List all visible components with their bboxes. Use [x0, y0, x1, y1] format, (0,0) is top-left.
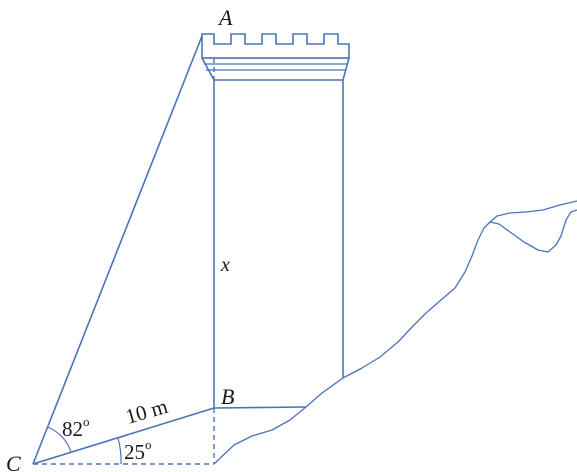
point-label-a: A: [217, 5, 233, 30]
tower-taper: [201, 57, 350, 81]
tower-battlements: [201, 33, 350, 59]
terrain-outline: [213, 209, 577, 465]
tower-cornice: [202, 57, 349, 71]
terrain-ridge: [487, 200, 577, 225]
angle-label-82: 82o: [62, 414, 90, 441]
angle-arc-25: [117, 437, 122, 465]
watermark: ​: [284, 264, 341, 345]
angle-label-25: 25o: [124, 437, 152, 464]
tower-base-line: [213, 406, 307, 409]
line-cb: [32, 407, 215, 465]
tower-height-label: x: [220, 254, 230, 276]
line-ca: [32, 35, 203, 465]
tower: [201, 33, 350, 409]
point-label-c: C: [6, 451, 21, 472]
angle-arc-82: [47, 426, 72, 453]
point-label-b: B: [221, 384, 234, 409]
